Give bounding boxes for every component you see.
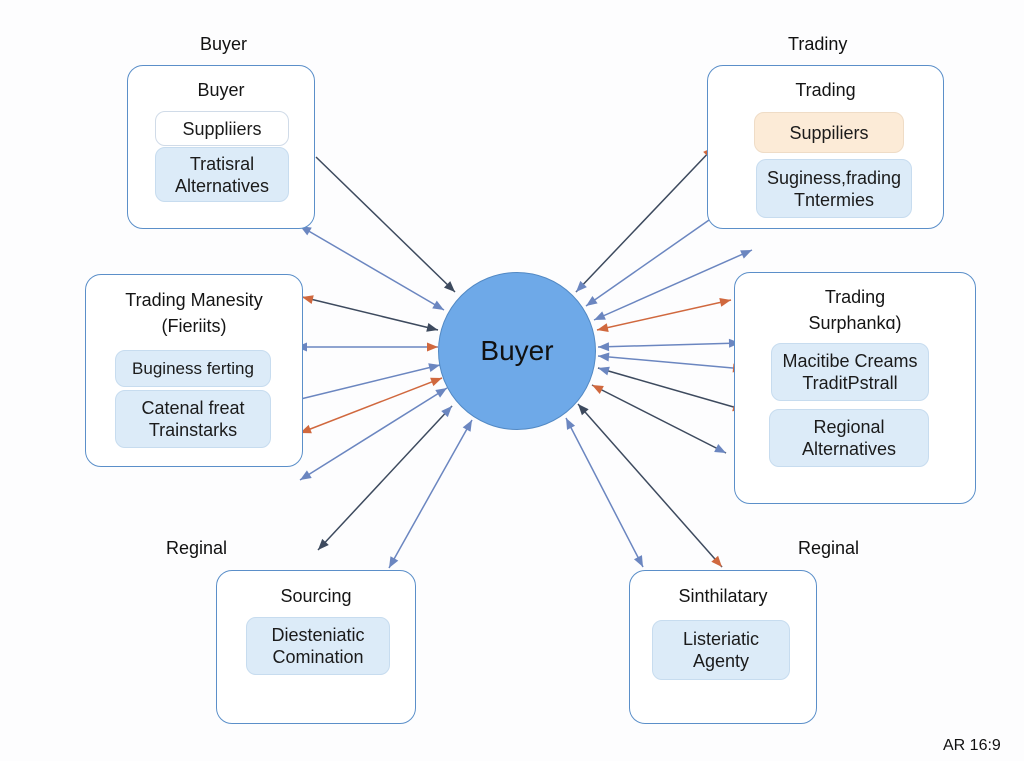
chip-text: Buginess ferting xyxy=(132,358,254,378)
chip-text: Regional xyxy=(813,417,885,437)
panel-title: Sinthilatary xyxy=(678,586,768,606)
panel-buyer[interactable]: Buyer Suppliiers Tratisral Alternatives xyxy=(127,65,315,229)
group-label-bottom-right: Reginal xyxy=(798,538,860,558)
chip-text: Suppliiers xyxy=(182,118,262,139)
chip-suppliers[interactable]: Suppliiers xyxy=(155,111,289,146)
chip-text: TraditPstrall xyxy=(802,373,898,393)
arrowhead-icon xyxy=(719,298,731,307)
arrowhead-icon xyxy=(443,281,455,292)
arrowhead-icon xyxy=(441,406,452,418)
panel-title: Trading xyxy=(795,80,856,100)
arrowhead-icon xyxy=(427,342,438,352)
arrowhead-icon xyxy=(592,385,604,394)
arrowhead-icon xyxy=(430,377,442,387)
panel-title: Trading Manesity xyxy=(125,290,263,310)
arrowhead-icon xyxy=(586,296,598,306)
hub-label: Buyer xyxy=(480,335,554,366)
connection-arrow-trading-surphank xyxy=(596,298,732,332)
chip-text: Suginess,frading xyxy=(766,167,902,188)
arrowhead-icon xyxy=(462,420,472,432)
connection-arrow-sourcing xyxy=(317,405,453,551)
chip-business-ferting[interactable]: Buginess ferting xyxy=(115,350,271,387)
chip-text: Diesteniatic xyxy=(271,625,365,645)
arrowhead-icon xyxy=(435,388,447,398)
arrowhead-icon xyxy=(302,295,314,304)
panel-sourcing[interactable]: Sourcing Diesteniatic Comination xyxy=(216,570,416,724)
arrowhead-icon xyxy=(714,444,726,453)
connection-arrow-trading-manesity xyxy=(296,342,438,352)
panel-trading-surphank[interactable]: Trading Surphankɑ) Macitibe Creams Tradi… xyxy=(734,272,976,504)
chip-text: Comination xyxy=(272,647,364,667)
chip-suppliers[interactable]: Suppiliers xyxy=(754,112,904,153)
chip-macitibe-creams[interactable]: Macitibe Creams TraditPstrall xyxy=(771,343,929,401)
arrowhead-icon xyxy=(300,470,312,480)
chip-text: Catenal freat xyxy=(141,398,245,418)
chip-text: Agenty xyxy=(692,651,750,671)
connection-arrow-sinthilatary xyxy=(577,403,723,568)
aspect-ratio-label: AR 16:9 xyxy=(943,737,1001,754)
chip-diesteniatic-comination[interactable]: Diesteniatic Comination xyxy=(246,617,390,675)
arrowhead-icon xyxy=(598,352,610,362)
group-label-bottom-left: Reginal xyxy=(166,538,228,558)
chip-text: Alternatives xyxy=(174,175,270,196)
chip-text: Trainstarks xyxy=(148,420,238,440)
chip-text: Tntermies xyxy=(793,189,874,210)
chip-text: Macitibe Creams xyxy=(782,351,918,371)
panel-title: Sourcing xyxy=(280,586,352,606)
connection-arrow-trading-surphank xyxy=(597,338,741,352)
arrowhead-icon xyxy=(711,555,722,567)
chip-text: Alternatives xyxy=(801,439,897,459)
panel-title: Trading xyxy=(824,287,886,307)
arrowhead-icon xyxy=(597,323,609,332)
chip-alternatives[interactable]: Tratisral Alternatives xyxy=(155,147,289,202)
panel-title: Buyer xyxy=(197,80,245,100)
panel-sinthilatary[interactable]: Sinthilatary Listeriatic Agenty xyxy=(629,570,817,724)
chip-listeriatic-agenty[interactable]: Listeriatic Agenty xyxy=(652,620,790,680)
group-label-top-right: Tradiny xyxy=(788,34,848,54)
chip-catenal-freat[interactable]: Catenal freat Trainstarks xyxy=(115,390,271,448)
connection-arrow-buyer xyxy=(315,156,456,293)
arrowhead-icon xyxy=(633,555,643,567)
connection-arrow-buyer xyxy=(299,225,445,311)
chip-text: Tratisral xyxy=(189,153,255,174)
hub-node-buyer[interactable]: Buyer xyxy=(438,272,596,430)
arrowhead-icon xyxy=(576,280,587,292)
connection-arrow-trading-surphank xyxy=(591,384,727,454)
connection-arrow-trading-surphank xyxy=(597,352,745,373)
connection-arrow-trading xyxy=(575,146,715,293)
chip-text: Listeriatic xyxy=(682,629,760,649)
arrowhead-icon xyxy=(389,556,399,568)
connection-arrow-trading-surphank xyxy=(597,366,745,412)
arrowhead-icon xyxy=(578,404,589,416)
arrowhead-icon xyxy=(566,418,576,430)
panel-subtitle: Surphankɑ) xyxy=(808,313,902,333)
panel-subtitle: (Fieriits) xyxy=(161,316,227,336)
arrowhead-icon xyxy=(432,300,444,310)
panel-trading[interactable]: Trading Suppiliers Suginess,frading Tnte… xyxy=(707,65,944,229)
chip-regional-alternatives[interactable]: Regional Alternatives xyxy=(769,409,929,467)
arrowhead-icon xyxy=(740,250,752,259)
connection-arrow-trading-manesity xyxy=(299,377,443,434)
arrowhead-icon xyxy=(598,342,610,352)
arrowhead-icon xyxy=(598,366,610,376)
connection-arrow-trading-manesity xyxy=(301,295,439,332)
chip-text: Suppiliers xyxy=(789,122,869,143)
connection-arrow-sourcing xyxy=(388,419,473,569)
connection-arrow-sourcing xyxy=(299,387,448,481)
group-label-top-left: Buyer xyxy=(200,34,248,54)
connection-arrow-trading-surphank xyxy=(593,249,753,321)
chip-business-trading[interactable]: Suginess,frading Tntermies xyxy=(756,159,912,218)
connection-arrow-sinthilatary xyxy=(565,417,644,568)
arrowhead-icon xyxy=(318,538,329,550)
arrowhead-icon xyxy=(426,323,438,332)
panel-trading-manesity[interactable]: Trading Manesity (Fieriits) Buginess fer… xyxy=(85,274,303,467)
arrowhead-icon xyxy=(594,311,606,320)
